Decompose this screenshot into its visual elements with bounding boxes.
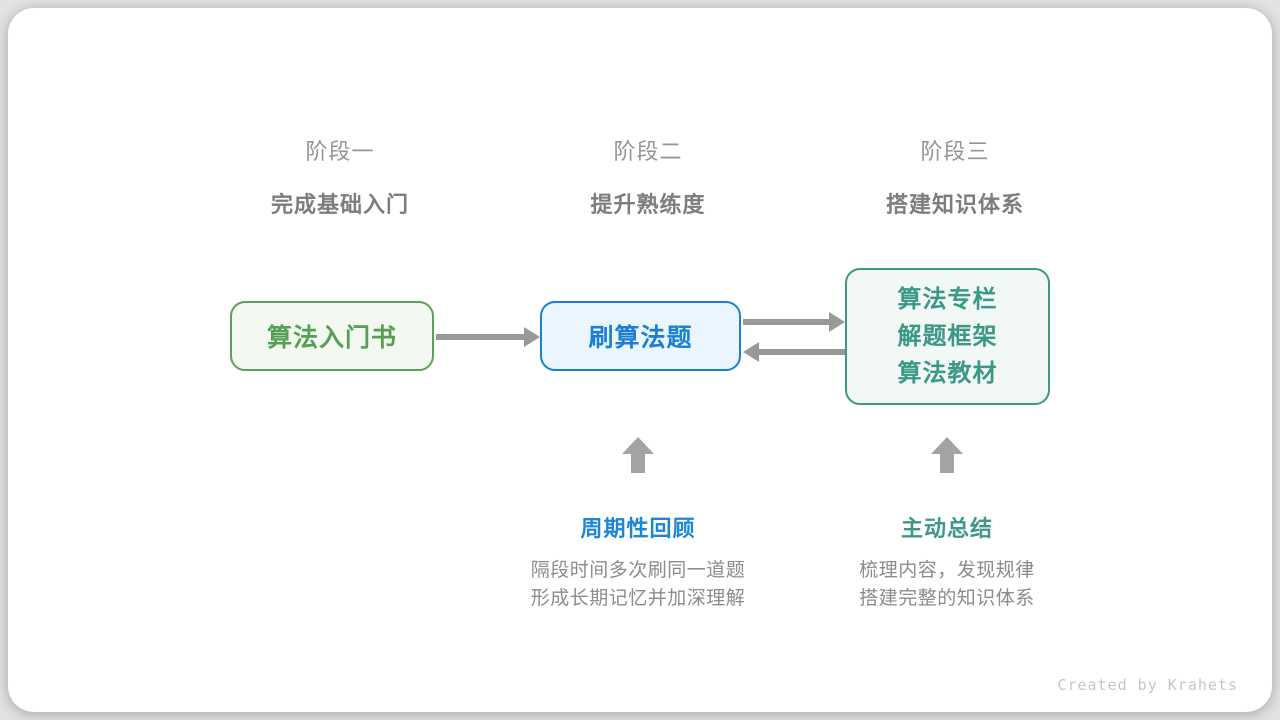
node-knowledge: 算法专栏 解题框架 算法教材	[845, 268, 1050, 405]
stage-2-header: 阶段二 提升熟练度	[498, 134, 798, 219]
stage-1-subtitle: 完成基础入门	[270, 193, 409, 218]
annotation-summary-desc-line-2: 搭建完整的知识体系	[859, 587, 1035, 609]
up-arrow-summary-icon	[931, 437, 963, 473]
node-beginner-book: 算法入门书	[230, 301, 434, 371]
annotation-review-desc-line-1: 隔段时间多次刷同一道题	[530, 559, 746, 581]
annotation-review-desc: 隔段时间多次刷同一道题 形成长期记忆并加深理解	[478, 556, 798, 612]
stage-3-label: 阶段三	[920, 140, 990, 165]
annotation-summary-desc: 梳理内容，发现规律 搭建完整的知识体系	[787, 556, 1107, 612]
node-practice: 刷算法题	[540, 301, 741, 371]
stage-2-label: 阶段二	[613, 140, 683, 165]
stage-1-label: 阶段一	[305, 140, 375, 165]
node-beginner-book-title: 算法入门书	[266, 323, 397, 352]
stage-2-subtitle: 提升熟练度	[590, 193, 706, 218]
node-practice-title: 刷算法题	[588, 323, 693, 352]
annotation-review-title: 周期性回顾	[580, 517, 696, 542]
node-knowledge-line-3: 算法教材	[897, 359, 998, 387]
stage-3-subtitle: 搭建知识体系	[885, 193, 1024, 218]
annotation-summary-desc-line-1: 梳理内容，发现规律	[859, 559, 1035, 581]
annotation-review-desc-line-2: 形成长期记忆并加深理解	[530, 587, 746, 609]
node-knowledge-line-2: 解题框架	[897, 322, 998, 350]
node-knowledge-line-1: 算法专栏	[897, 285, 998, 313]
diagram-card: 阶段一 完成基础入门 阶段二 提升熟练度 阶段三 搭建知识体系 算法入门书 刷算…	[8, 8, 1272, 712]
annotation-summary-title: 主动总结	[900, 517, 993, 542]
stage-1-header: 阶段一 完成基础入门	[190, 134, 490, 219]
credit-text: Created by Krahets	[1057, 676, 1238, 694]
up-arrow-review-icon	[622, 437, 654, 473]
stage-3-header: 阶段三 搭建知识体系	[805, 134, 1105, 219]
